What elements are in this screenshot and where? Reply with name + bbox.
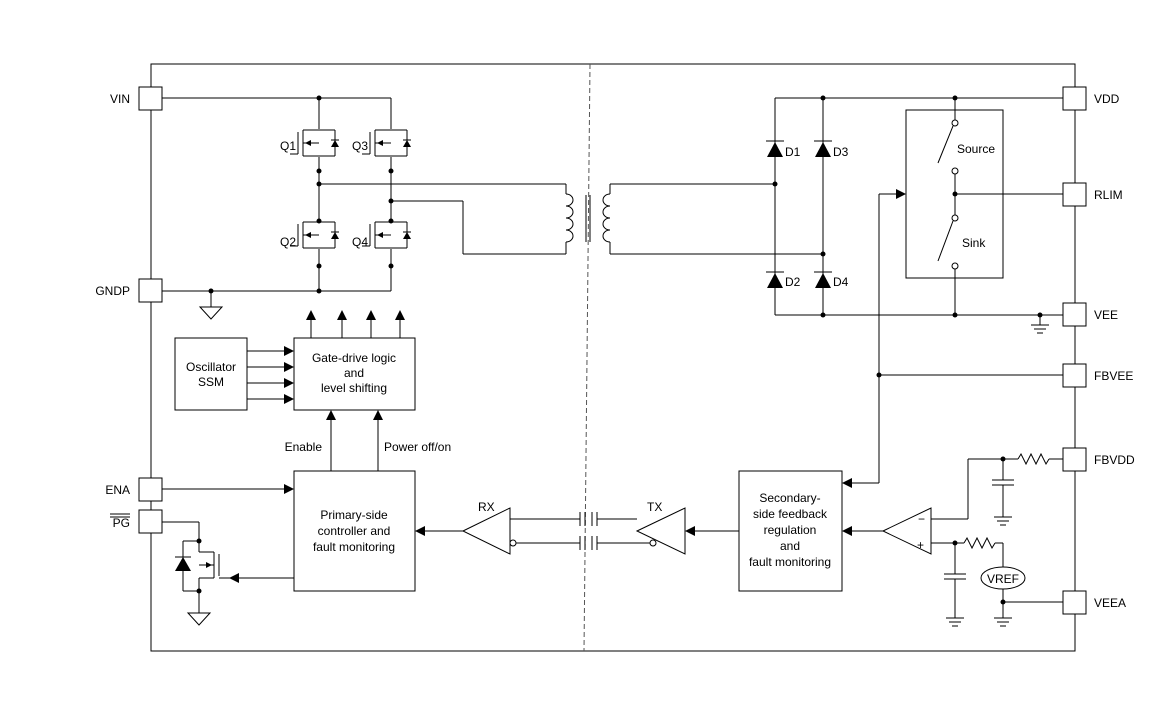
pin-vee: VEE (1062, 302, 1118, 327)
pin-vee-label: VEE (1094, 308, 1118, 322)
ground-primary-icon (198, 306, 224, 320)
vref-label: VREF (987, 572, 1019, 586)
gate-drive-line3: level shifting (321, 381, 387, 395)
pin-fbvee-label: FBVEE (1094, 369, 1133, 383)
sink-label: Sink (962, 236, 986, 250)
pin-vin-label: VIN (110, 92, 130, 106)
d4-label: D4 (833, 275, 849, 289)
source-sink-switch: Source Sink (905, 98, 1063, 315)
primary-line2: controller and (318, 524, 391, 538)
isolation-capacitors (579, 512, 598, 550)
pin-vdd-label: VDD (1094, 92, 1120, 106)
pin-pg: PG (110, 509, 163, 534)
q2-label: Q2 (280, 235, 296, 249)
secondary-line5: fault monitoring (749, 555, 831, 569)
pin-vdd: VDD (1062, 86, 1120, 111)
amp-plus-label: + (917, 538, 924, 552)
resistor-vref (963, 536, 996, 550)
diode-d4: D4 (814, 271, 849, 289)
oscillator-line2: SSM (198, 375, 224, 389)
primary-line3: fault monitoring (313, 540, 395, 554)
rectifier: D1 D3 D2 D4 (766, 95, 1063, 334)
pin-vin: VIN (110, 86, 163, 111)
transformer (565, 183, 823, 255)
vref-source: VREF (980, 566, 1026, 590)
primary-line1: Primary-side (320, 508, 388, 522)
tx-buffer: TX (635, 500, 686, 555)
secondary-line2: side feedback (753, 507, 828, 521)
ground-pg-icon (186, 612, 212, 626)
pin-gndp: GNDP (95, 278, 163, 303)
secondary-feedback-block: Secondary- side feedback regulation and … (738, 470, 843, 592)
tx-label: TX (647, 500, 662, 514)
enable-label: Enable (285, 440, 323, 454)
diode-d3: D3 (814, 140, 849, 159)
pin-ena: ENA (105, 477, 163, 502)
oscillator-line1: Oscillator (186, 360, 236, 374)
d1-label: D1 (785, 145, 801, 159)
ground-plus-icon (945, 617, 965, 627)
ground-vee-icon (1030, 324, 1050, 334)
h-bridge: Q1 Q3 (162, 95, 566, 320)
transistor-q1: Q1 (280, 129, 339, 157)
resistor-fbvdd (1017, 452, 1050, 466)
rx-label: RX (478, 500, 495, 514)
chip-outline (150, 63, 1076, 652)
diode-d2: D2 (766, 271, 801, 289)
isolation-barrier (583, 63, 591, 652)
ground-veea-icon (993, 617, 1013, 627)
d2-label: D2 (785, 275, 801, 289)
q3-label: Q3 (352, 139, 368, 153)
pin-ena-label: ENA (105, 483, 130, 497)
pin-veea: VEEA (1062, 590, 1126, 615)
pin-fbvdd-label: FBVDD (1094, 453, 1135, 467)
gate-drive-line2: and (344, 366, 364, 380)
q4-label: Q4 (352, 235, 368, 249)
ground-fbvdd-icon (993, 516, 1013, 526)
primary-controller-block: Primary-side controller and fault monito… (293, 470, 416, 592)
pg-open-drain-transistor (162, 521, 230, 626)
pin-rlim-label: RLIM (1094, 188, 1123, 202)
capacitor-plus (944, 573, 966, 580)
pin-fbvee: FBVEE (1062, 363, 1133, 388)
transistor-q2: Q2 (280, 221, 339, 249)
error-amplifier: − + (881, 507, 932, 555)
gate-drive-line1: Gate-drive logic (312, 351, 396, 365)
oscillator-block: Oscillator SSM (174, 337, 248, 411)
secondary-line4: and (780, 539, 800, 553)
capacitor-fbvdd (992, 479, 1014, 486)
secondary-line1: Secondary- (759, 491, 820, 505)
transistor-q4: Q4 (352, 221, 411, 249)
d3-label: D3 (833, 145, 849, 159)
power-off-on-label: Power off/on (384, 440, 451, 454)
pin-gndp-label: GNDP (95, 284, 130, 298)
diode-d1: D1 (766, 140, 801, 159)
amp-minus-label: − (918, 512, 925, 526)
secondary-line3: regulation (764, 523, 817, 537)
gate-drive-block: Gate-drive logic and level shifting (293, 337, 416, 411)
source-label: Source (957, 142, 995, 156)
rx-buffer: RX (461, 500, 517, 555)
pin-fbvdd: FBVDD (1062, 447, 1135, 472)
pin-rlim: RLIM (1062, 182, 1123, 207)
pin-pg-label: PG (113, 516, 130, 530)
pin-veea-label: VEEA (1094, 596, 1126, 610)
transistor-q3: Q3 (352, 129, 411, 157)
q1-label: Q1 (280, 139, 296, 153)
